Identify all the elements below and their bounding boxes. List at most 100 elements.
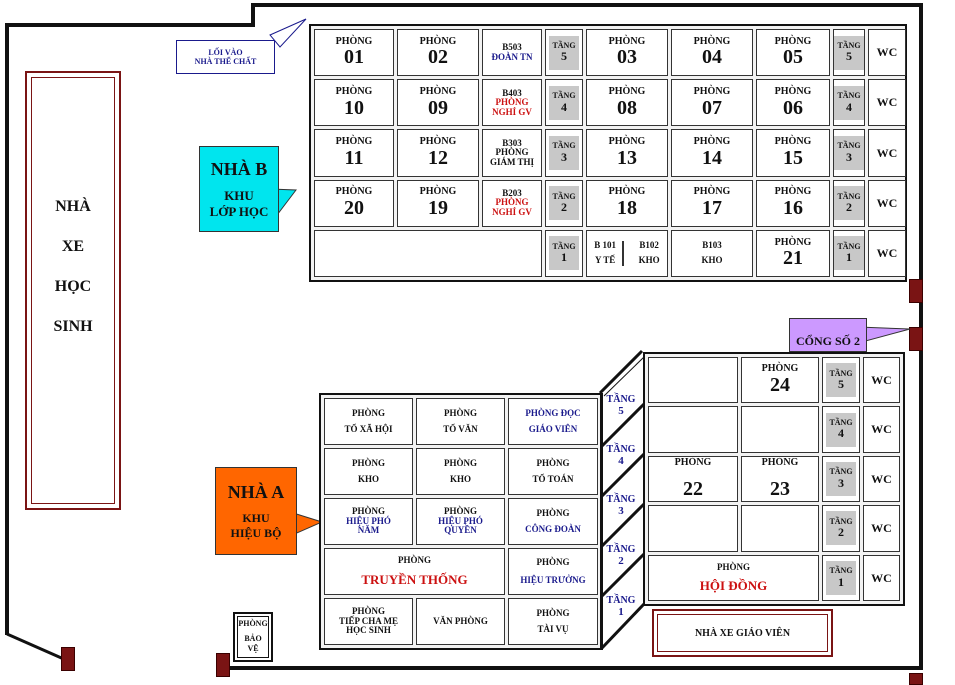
room-van-phong: VĂN PHÒNG <box>416 598 505 645</box>
gate-bottom <box>216 653 230 677</box>
gate-2 <box>909 327 923 351</box>
entrance-line2: NHÀ THỂ CHẤT <box>194 57 257 66</box>
building-a-sub1: KHU <box>242 510 270 525</box>
wall-top-right <box>251 3 923 7</box>
c-blank-1 <box>648 357 738 404</box>
wall-left <box>5 23 9 635</box>
student-parking-l4: SINH <box>53 318 93 335</box>
building-a-callout-pointer <box>290 511 324 537</box>
wc-c2: WC <box>863 505 900 552</box>
building-a-sub2: HIỆU BỘ <box>230 525 282 540</box>
student-parking: NHÀ XE HỌC SINH <box>25 71 121 510</box>
student-parking-l1: NHÀ <box>55 198 91 215</box>
c-blank-2 <box>648 406 738 453</box>
gate2-callout: CỔNG SỐ 2 <box>789 318 867 352</box>
wc-b3: WC <box>868 129 906 177</box>
guard-l1: PHÒNG <box>238 619 268 629</box>
entrance-line1: LỐI VÀO <box>208 48 243 57</box>
building-b-sub1: KHU <box>224 187 254 203</box>
wall-step <box>251 3 255 27</box>
wc-c5: WC <box>863 357 900 404</box>
gate2-callout-pointer <box>858 326 911 344</box>
wc-c4: WC <box>863 406 900 453</box>
c-blank-5 <box>741 505 819 552</box>
building-b-callout: NHÀ B KHU LỚP HỌC <box>199 146 279 232</box>
gate2-label: CỔNG SỐ 2 <box>795 333 860 348</box>
building-b-title: NHÀ B <box>210 158 268 179</box>
c-blank-3 <box>741 406 819 453</box>
teacher-parking-label: NHÀ XE GIÁO VIÊN <box>694 627 791 639</box>
building-a-callout: NHÀ A KHU HIỆU BỘ <box>215 467 297 555</box>
entrance-callout-pointer <box>269 18 307 48</box>
guard-l3: VỆ <box>247 644 259 654</box>
guard-l2: BẢO <box>244 633 262 643</box>
teacher-parking: NHÀ XE GIÁO VIÊN <box>652 609 833 657</box>
wall-diagonal <box>6 632 67 662</box>
gate-bottom-right <box>909 673 923 685</box>
building-b-sub2: LỚP HỌC <box>209 203 269 219</box>
gate-1-top <box>909 279 923 303</box>
wc-b5: WC <box>868 29 906 77</box>
student-parking-l2: XE <box>61 238 85 255</box>
wc-b2: WC <box>868 179 906 227</box>
wc-b1: WC <box>868 229 906 277</box>
